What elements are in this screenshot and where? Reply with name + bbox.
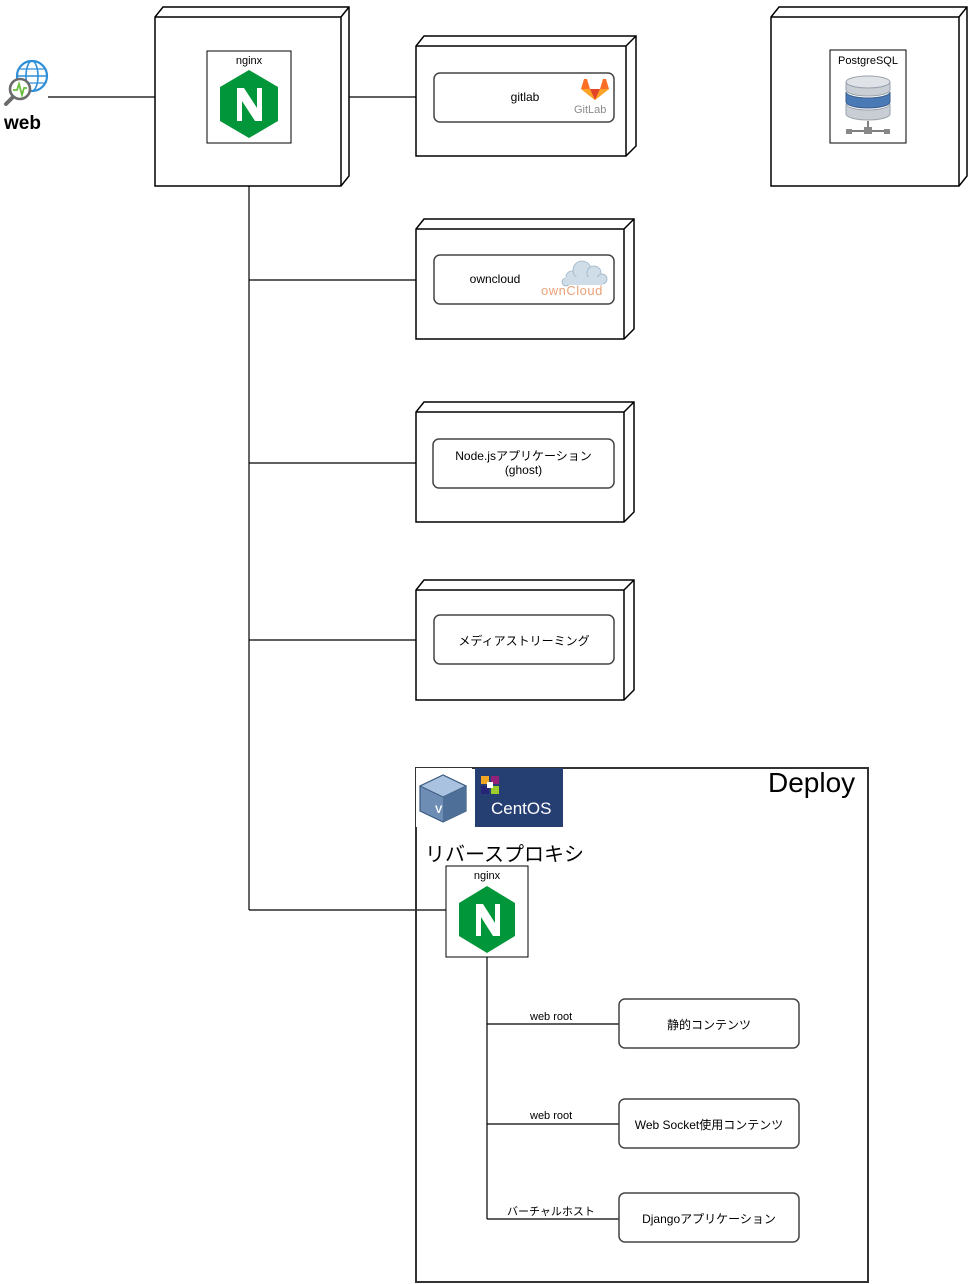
deploy-nginx-title: nginx [473, 870, 501, 882]
target-box-django[interactable] [618, 1192, 800, 1243]
deploy-container[interactable] [415, 767, 869, 1283]
target-box-websocket[interactable] [618, 1098, 800, 1149]
gitlab-label: gitlab [510, 90, 540, 104]
nginx-logo-icon [220, 70, 278, 138]
deploy-nginx-logo-icon [459, 886, 515, 953]
service-box-node[interactable] [432, 438, 615, 489]
target-box-static[interactable] [618, 998, 800, 1049]
centos-logo-icon [475, 768, 563, 827]
deploy-title: Deploy [768, 767, 856, 798]
target-label-static: 静的コンテンツ [666, 1018, 751, 1032]
web-globe-icon [4, 59, 49, 106]
media-label: メディアストリーミング [458, 634, 590, 648]
node-label-line2: (ghost) [504, 463, 543, 477]
node-label-line1: Node.jsアプリケーション [455, 449, 592, 463]
target-label-websocket: Web Socket使用コンテンツ [634, 1118, 784, 1132]
nginx-title: nginx [235, 55, 263, 67]
node-label: Node.jsアプリケーション (ghost) [433, 449, 614, 477]
owncloud-logo-text: ownCloud [541, 283, 603, 298]
edge-label-web-root-2: web root [530, 1110, 573, 1122]
service-box-media[interactable] [433, 614, 615, 665]
postgresql-label: PostgreSQL [838, 55, 898, 67]
gitlab-logo-text: GitLab [574, 104, 607, 116]
service-box-gitlab[interactable] [433, 72, 615, 123]
svg-text:V: V [435, 804, 443, 816]
web-label: web [4, 113, 41, 134]
deploy-subtitle: リバースプロキシ [425, 844, 584, 866]
centos-logo-text: CentOS [491, 799, 552, 818]
database-server-icon [845, 75, 891, 134]
owncloud-logo-icon [561, 260, 608, 287]
gitlab-logo-icon [581, 79, 609, 100]
virtualbox-logo-icon: V [416, 768, 472, 827]
edge-label-virtual-host: バーチャルホスト [507, 1206, 595, 1218]
connector-lines [48, 96, 619, 1220]
service-box-owncloud[interactable] [433, 254, 615, 305]
edge-label-web-root-1: web root [530, 1011, 573, 1023]
owncloud-label: owncloud [469, 272, 521, 286]
target-label-django: Djangoアプリケーション [642, 1212, 776, 1226]
